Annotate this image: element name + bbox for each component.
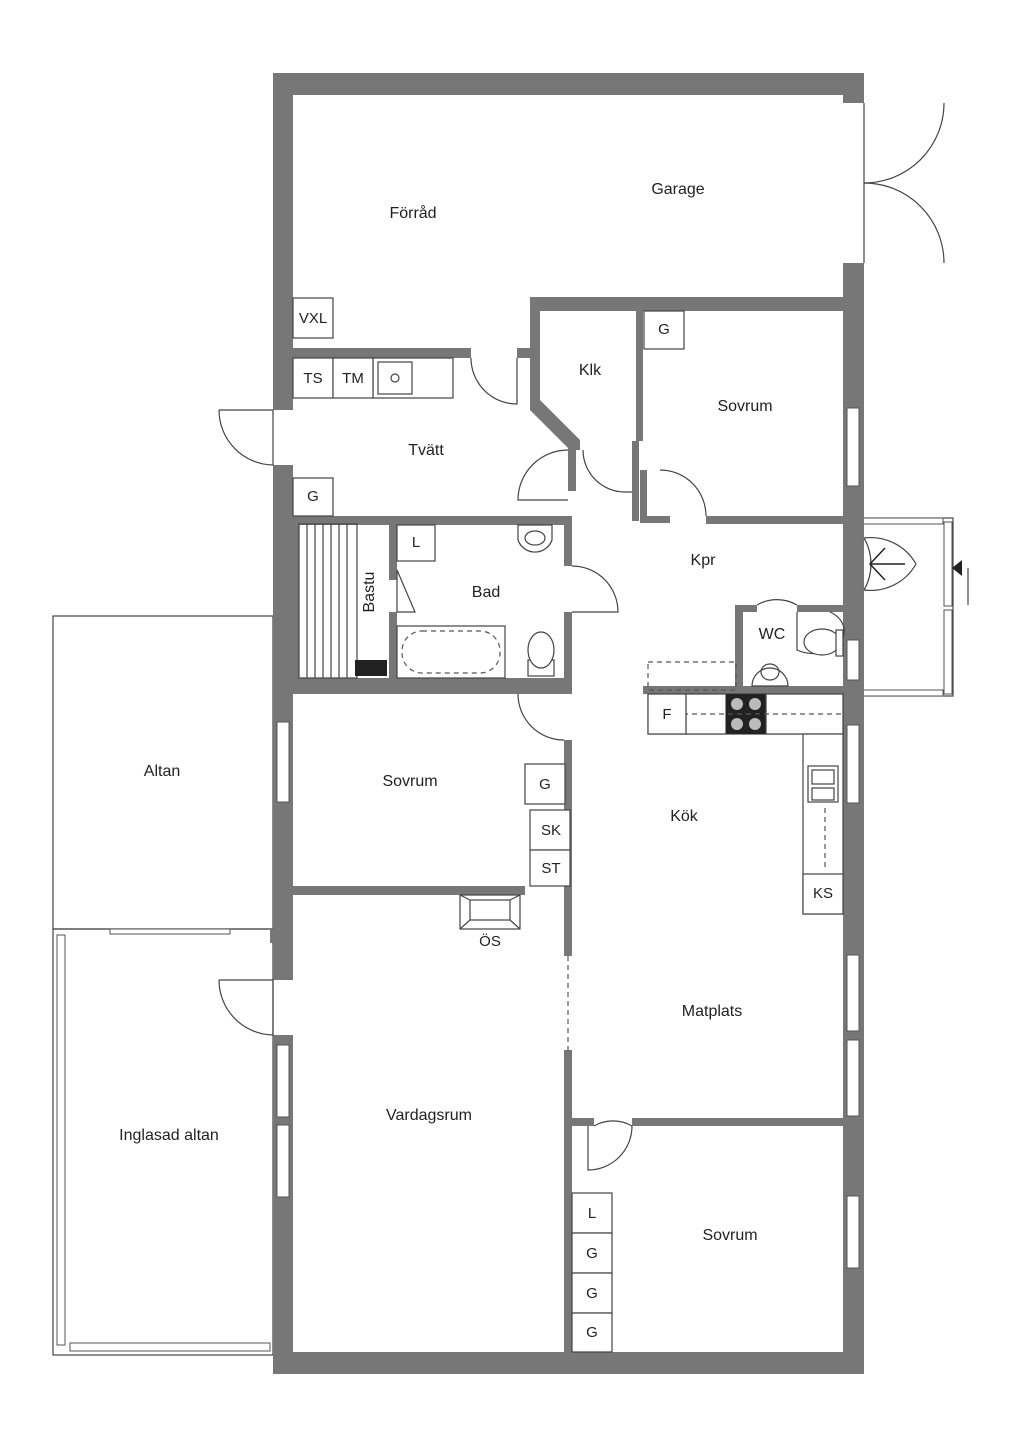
terrace-outlines: [52, 615, 274, 1356]
room-sovrum-top: Sovrum: [717, 398, 772, 415]
room-matplats: Matplats: [682, 1003, 742, 1020]
windows: [276, 407, 860, 1269]
label-g-sovrum-mid: G: [539, 776, 551, 793]
doors: [218, 102, 945, 1171]
room-klk: Klk: [579, 362, 602, 379]
label-g-tvatt: G: [307, 488, 319, 505]
label-sk: SK: [541, 822, 561, 839]
label-vxl: VXL: [299, 310, 327, 327]
room-kpr: Kpr: [691, 552, 717, 569]
fireplace: [459, 894, 521, 930]
label-f-kok: F: [662, 706, 671, 723]
label-g-sovrum-top: G: [658, 321, 670, 338]
label-ks: KS: [813, 885, 833, 902]
interior-walls: [293, 297, 843, 1354]
room-sovrum-bottom: Sovrum: [702, 1227, 757, 1244]
room-bastu: Bastu: [361, 572, 378, 613]
entrance-arrow-icon: [868, 547, 969, 605]
room-vardagsrum: Vardagsrum: [386, 1107, 472, 1124]
label-l-bottom: L: [588, 1205, 596, 1222]
room-kok: Kök: [670, 808, 699, 825]
label-os: ÖS: [479, 932, 501, 950]
label-tm: TM: [342, 370, 364, 387]
room-wc: WC: [759, 626, 786, 643]
room-altan: Altan: [144, 763, 180, 780]
fixture-boxes: [292, 297, 844, 1353]
label-g-bottom-1: G: [586, 1245, 598, 1262]
room-garage: Garage: [651, 181, 704, 198]
room-tvatt: Tvätt: [408, 442, 444, 459]
room-sovrum-mid: Sovrum: [382, 773, 437, 790]
label-g-bottom-2: G: [586, 1285, 598, 1302]
room-forrad: Förråd: [389, 204, 436, 222]
label-ts: TS: [303, 370, 322, 387]
room-inglasad-altan: Inglasad altan: [119, 1127, 219, 1144]
label-l-bad: L: [412, 534, 420, 551]
entrance-porch: [862, 517, 954, 697]
bath-fixtures: [396, 524, 845, 687]
label-st: ST: [541, 860, 560, 877]
label-g-bottom-3: G: [586, 1324, 598, 1341]
room-bad: Bad: [472, 584, 500, 601]
laundry-sink: [372, 357, 454, 399]
sauna-benches: [298, 523, 387, 679]
